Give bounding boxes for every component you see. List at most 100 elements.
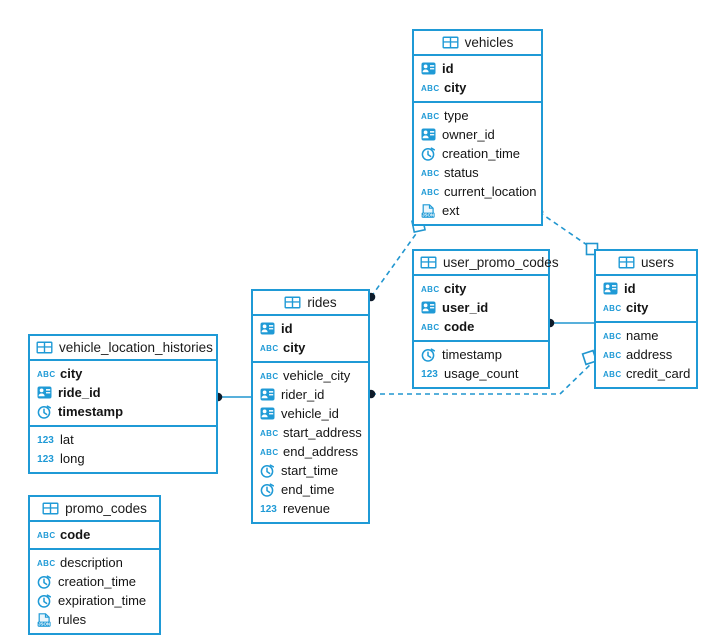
abc-string-icon: ABC xyxy=(37,530,56,540)
user_promo_codes-keys-city[interactable]: ABC city xyxy=(414,279,548,298)
column-name: start_address xyxy=(283,425,362,440)
vehicles-keys-id[interactable]: id xyxy=(414,59,541,78)
rides-keys-city[interactable]: ABC city xyxy=(253,338,368,357)
clock-icon xyxy=(37,593,52,608)
rides-fields-start_time[interactable]: start_time xyxy=(253,461,368,480)
column-name: user_id xyxy=(442,300,489,315)
table-icon xyxy=(42,502,59,515)
abc-string-icon: ABC xyxy=(260,343,279,353)
rides-keys-id[interactable]: id xyxy=(253,319,368,338)
table-vehicles-primary-keys: id ABC city xyxy=(414,56,541,103)
svg-text:JSON: JSON xyxy=(38,621,50,626)
edge-user-promo-codes-users xyxy=(545,318,594,328)
table-icon xyxy=(36,341,53,354)
vehicles-fields-owner_id[interactable]: owner_id xyxy=(414,125,541,144)
rides-fields-rider_id[interactable]: rider_id xyxy=(253,385,368,404)
table-name: user_promo_codes xyxy=(443,255,559,270)
users-fields-credit_card[interactable]: ABC credit_card xyxy=(596,364,696,383)
table-header-user_promo_codes[interactable]: user_promo_codes xyxy=(414,251,559,276)
column-name: timestamp xyxy=(58,404,124,419)
vehicle_location_histories-fields-lat[interactable]: 123 lat xyxy=(30,430,216,449)
vehicle_location_histories-fields-long[interactable]: 123 long xyxy=(30,449,216,468)
abc-string-icon: ABC xyxy=(260,371,279,381)
id-card-icon xyxy=(260,322,275,335)
vehicle_location_histories-keys-ride_id[interactable]: ride_id xyxy=(30,383,216,402)
rides-fields-vehicle_city[interactable]: ABC vehicle_city xyxy=(253,366,368,385)
rides-fields-end_time[interactable]: end_time xyxy=(253,480,368,499)
column-name: credit_card xyxy=(626,366,691,381)
column-name: end_time xyxy=(281,482,335,497)
column-name: code xyxy=(444,319,475,334)
id-card-icon xyxy=(421,62,436,75)
vehicles-fields-ext[interactable]: JSON ext xyxy=(414,201,541,220)
table-promo_codes-columns: ABC description creation_time expiration… xyxy=(30,550,159,633)
column-name: city xyxy=(444,80,467,95)
table-vehicle_location_histories-primary-keys: ABC city ride_id timestamp xyxy=(30,361,216,427)
table-name: vehicle_location_histories xyxy=(59,340,213,355)
numeric-123-icon: 123 xyxy=(37,453,54,465)
vehicles-fields-type[interactable]: ABC type xyxy=(414,106,541,125)
abc-string-icon: ABC xyxy=(421,168,440,178)
vehicle_location_histories-keys-city[interactable]: ABC city xyxy=(30,364,216,383)
column-name: ride_id xyxy=(58,385,101,400)
column-name: creation_time xyxy=(58,574,137,589)
table-rides-primary-keys: id ABC city xyxy=(253,316,368,363)
user_promo_codes-keys-user_id[interactable]: user_id xyxy=(414,298,548,317)
abc-string-icon: ABC xyxy=(603,331,622,341)
table-vehicle_location_histories[interactable]: vehicle_location_histories ABC city ride… xyxy=(28,334,218,474)
column-name: city xyxy=(444,281,467,296)
users-keys-id[interactable]: id xyxy=(596,279,696,298)
users-fields-name[interactable]: ABC name xyxy=(596,326,696,345)
table-header-vehicle_location_histories[interactable]: vehicle_location_histories xyxy=(30,336,216,361)
table-user_promo_codes-primary-keys: ABC city user_id ABC code xyxy=(414,276,548,342)
table-header-vehicles[interactable]: vehicles xyxy=(414,31,541,56)
users-keys-city[interactable]: ABC city xyxy=(596,298,696,317)
table-promo_codes[interactable]: promo_codes ABC code ABC description cre… xyxy=(28,495,161,635)
vehicles-fields-status[interactable]: ABC status xyxy=(414,163,541,182)
promo_codes-keys-code[interactable]: ABC code xyxy=(30,525,159,544)
table-header-rides[interactable]: rides xyxy=(253,291,368,316)
promo_codes-fields-description[interactable]: ABC description xyxy=(30,553,159,572)
table-header-users[interactable]: users xyxy=(596,251,696,276)
column-name: creation_time xyxy=(442,146,521,161)
table-icon xyxy=(420,256,437,269)
svg-text:JSON: JSON xyxy=(422,212,434,217)
rides-fields-revenue[interactable]: 123 revenue xyxy=(253,499,368,518)
table-rides[interactable]: rides id ABC city ABC vehicle_city rider xyxy=(251,289,370,524)
table-users[interactable]: users id ABC city ABC name ABC address A… xyxy=(594,249,698,389)
table-user_promo_codes-columns: timestamp 123 usage_count xyxy=(414,342,548,387)
abc-string-icon: ABC xyxy=(421,111,440,121)
column-name: city xyxy=(60,366,83,381)
id-card-icon xyxy=(37,386,52,399)
column-name: vehicle_id xyxy=(281,406,339,421)
promo_codes-fields-creation_time[interactable]: creation_time xyxy=(30,572,159,591)
edge-vlh-rides xyxy=(213,392,251,402)
vehicles-keys-city[interactable]: ABC city xyxy=(414,78,541,97)
column-name: city xyxy=(283,340,306,355)
user_promo_codes-keys-code[interactable]: ABC code xyxy=(414,317,548,336)
rides-fields-vehicle_id[interactable]: vehicle_id xyxy=(253,404,368,423)
vehicles-fields-creation_time[interactable]: creation_time xyxy=(414,144,541,163)
abc-string-icon: ABC xyxy=(37,369,56,379)
table-vehicle_location_histories-columns: 123 lat 123 long xyxy=(30,427,216,472)
vehicle_location_histories-keys-timestamp[interactable]: timestamp xyxy=(30,402,216,421)
table-header-promo_codes[interactable]: promo_codes xyxy=(30,497,159,522)
column-name: description xyxy=(60,555,123,570)
column-name: name xyxy=(626,328,659,343)
users-fields-address[interactable]: ABC address xyxy=(596,345,696,364)
abc-string-icon: ABC xyxy=(421,322,440,332)
rides-fields-end_address[interactable]: ABC end_address xyxy=(253,442,368,461)
user_promo_codes-fields-timestamp[interactable]: timestamp xyxy=(414,345,548,364)
user_promo_codes-fields-usage_count[interactable]: 123 usage_count xyxy=(414,364,548,383)
abc-string-icon: ABC xyxy=(260,428,279,438)
promo_codes-fields-expiration_time[interactable]: expiration_time xyxy=(30,591,159,610)
json-file-icon: JSON xyxy=(37,612,52,627)
table-user_promo_codes[interactable]: user_promo_codes ABC city user_id ABC co… xyxy=(412,249,559,389)
clock-icon xyxy=(421,146,436,161)
table-vehicles[interactable]: vehicles id ABC city ABC type owner_id xyxy=(412,29,543,226)
promo_codes-fields-rules[interactable]: JSON rules xyxy=(30,610,159,629)
table-name: users xyxy=(640,255,674,270)
vehicles-fields-current_location[interactable]: ABC current_location xyxy=(414,182,541,201)
rides-fields-start_address[interactable]: ABC start_address xyxy=(253,423,368,442)
